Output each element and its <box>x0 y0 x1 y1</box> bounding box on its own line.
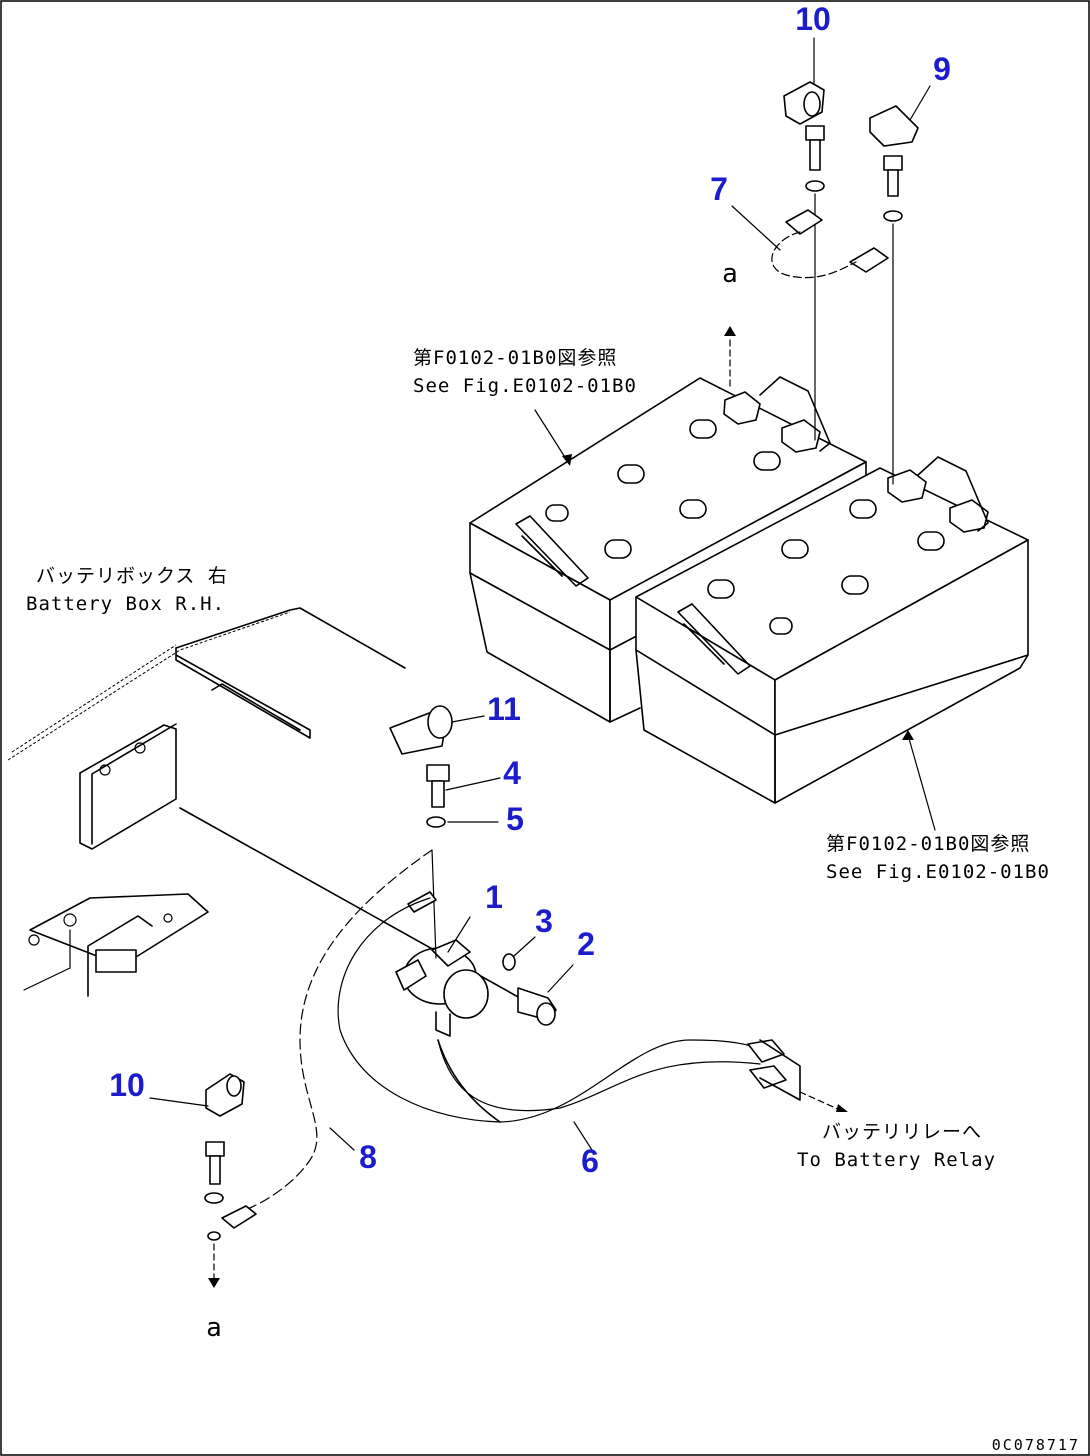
cable-7 <box>771 231 857 279</box>
callout-7: 7 <box>710 171 728 207</box>
callout-1: 1 <box>485 879 503 915</box>
drawing-number: 0C078717 <box>992 1436 1080 1454</box>
callout-8: 8 <box>359 1139 377 1175</box>
cable-8 <box>237 849 433 1213</box>
cable-8-lead <box>431 849 437 959</box>
battery-relay <box>395 939 501 1123</box>
callout-11: 11 <box>487 691 521 727</box>
callout-leaders <box>149 37 931 1151</box>
callout-6: 6 <box>581 1143 599 1179</box>
ref-right-en: See Fig.E0102-01B0 <box>826 861 1050 883</box>
relay-en: To Battery Relay <box>797 1149 996 1171</box>
washer-5 <box>426 816 446 828</box>
relay-jp: バッテリリレーへ <box>822 1121 982 1143</box>
terminal-bottom <box>204 1073 257 1288</box>
ref-top-jp: 第F0102-01B0図参照 <box>413 347 617 369</box>
ref-right-jp: 第F0102-01B0図参照 <box>826 833 1030 855</box>
callout-10-bottom: 10 <box>109 1067 145 1103</box>
battery-box-en: Battery Box R.H. <box>26 593 225 615</box>
ref-top-leader <box>534 409 569 463</box>
callout-5: 5 <box>506 801 524 837</box>
bolt-2 <box>517 987 557 1026</box>
callout-3: 3 <box>535 903 553 939</box>
terminal-top-10 <box>783 81 825 441</box>
cable-8-lug <box>407 891 437 913</box>
ref-top-en: See Fig.E0102-01B0 <box>413 375 637 397</box>
terminal-top-9 <box>849 105 919 485</box>
battery-box-jp: バッテリボックス 右 <box>36 565 228 587</box>
battery-box-rh <box>7 607 521 999</box>
ref-right-leader <box>907 734 936 831</box>
connection-a-top: a <box>722 259 738 289</box>
battery-front <box>635 456 1029 804</box>
washer-3 <box>502 953 516 971</box>
connection-a-top-arrow <box>724 326 736 336</box>
relay-arrow-head <box>836 1104 848 1112</box>
cable-6 <box>337 897 801 1123</box>
connection-a-bottom: a <box>206 1313 222 1343</box>
callout-4: 4 <box>503 755 521 791</box>
callout-10-top: 10 <box>795 1 831 37</box>
relay-arrow-line <box>799 1091 841 1111</box>
callout-9: 9 <box>933 51 951 87</box>
callout-2: 2 <box>577 926 595 962</box>
bolt-4 <box>426 764 450 808</box>
cap-11 <box>389 705 453 755</box>
